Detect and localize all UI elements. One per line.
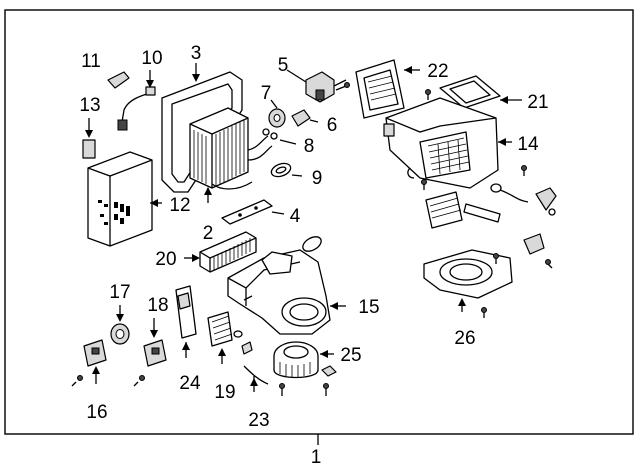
callout-6: 6 (327, 115, 338, 136)
callout-9: 9 (312, 168, 323, 189)
callout-7: 7 (261, 83, 272, 104)
part-10-harness (117, 70, 156, 131)
callout-21: 21 (527, 92, 548, 113)
callout-23: 23 (248, 410, 269, 431)
part-14-housing (383, 89, 512, 189)
part-26-blower-case (423, 233, 553, 318)
callout-17: 17 (109, 282, 130, 303)
part-22-frame (335, 59, 420, 119)
callout-8: 8 (304, 136, 315, 157)
callout-5: 5 (278, 55, 289, 76)
callout-16: 16 (86, 402, 107, 423)
part-25-blower-motor (273, 341, 337, 396)
callout-25: 25 (340, 345, 361, 366)
diagram-frame (4, 9, 634, 435)
part-24-duct (175, 285, 197, 358)
part-17-grommet (110, 305, 130, 345)
hardware-right (407, 165, 557, 216)
callout-14: 14 (517, 134, 539, 155)
callout-15: 15 (358, 297, 379, 318)
part-11-clip (107, 71, 130, 89)
part-18-actuator (133, 318, 167, 387)
hardware-center (233, 295, 253, 338)
part-6-clip (291, 109, 319, 127)
callout-13: 13 (79, 95, 100, 116)
part-4-strip (221, 199, 285, 225)
part-12-control-module (87, 151, 153, 247)
callout-11: 11 (81, 51, 101, 72)
callout-26: 26 (454, 328, 475, 349)
callout-3: 3 (191, 43, 202, 64)
callout-24: 24 (179, 373, 201, 394)
callout-2: 2 (203, 223, 214, 244)
part-9-gasket (270, 162, 303, 178)
part-15-housing (227, 236, 346, 335)
part-8-seals (262, 128, 297, 145)
callout-12: 12 (169, 195, 190, 216)
callout-4: 4 (290, 206, 301, 227)
part-21-gasket (439, 75, 522, 109)
callout-20: 20 (155, 249, 176, 270)
part-5-valve (286, 69, 347, 103)
part-7-ring (268, 99, 286, 128)
part-evaporator-core (189, 107, 273, 203)
part-13-sensor (82, 118, 96, 159)
part-16-actuator (71, 339, 107, 387)
callout-22: 22 (427, 61, 448, 82)
callout-10: 10 (141, 48, 162, 69)
part-20-filter (184, 231, 257, 273)
callout-1: 1 (311, 447, 322, 468)
part-filters-lower (425, 191, 501, 229)
part-23-hose (241, 341, 269, 392)
callout-18: 18 (147, 295, 168, 316)
part-19-element (207, 311, 233, 364)
callout-19: 19 (214, 382, 235, 403)
